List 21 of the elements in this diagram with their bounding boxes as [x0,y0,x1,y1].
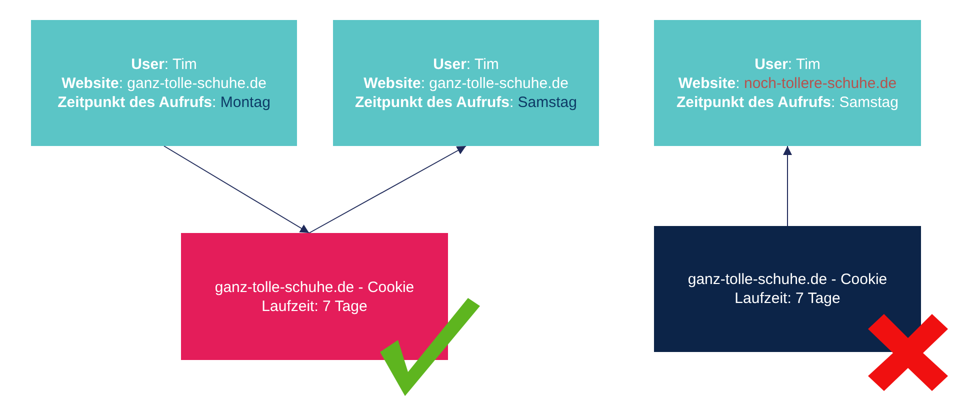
box-text: Laufzeit: 7 Tage [262,296,368,316]
info-box [654,20,921,146]
box-text: User: Tim [131,54,197,74]
box-text: Website: ganz-tolle-schuhe.de [364,74,568,92]
box-text: User: Tim [433,54,499,74]
box-text: Laufzeit: 7 Tage [734,289,840,308]
info-box [333,20,599,146]
box-text: Zeitpunkt des Aufrufs: Samstag [676,92,898,112]
arrow [164,146,310,234]
box-text: ganz-tolle-schuhe.de - Cookie [214,278,414,296]
info-box [31,20,297,146]
box-text: Zeitpunkt des Aufrufs: Montag [58,92,270,112]
arrow [783,146,792,226]
arrow [308,146,466,234]
cookie-box [181,233,448,360]
box-text: Website: ganz-tolle-schuhe.de [62,74,266,92]
box-text: User: Tim [754,54,820,74]
box-text: Zeitpunkt des Aufrufs: Samstag [355,92,577,112]
cookie-box [654,226,921,352]
box-text: Website: noch-tollere-schuhe.de [678,74,897,92]
box-text: ganz-tolle-schuhe.de - Cookie [688,270,888,289]
